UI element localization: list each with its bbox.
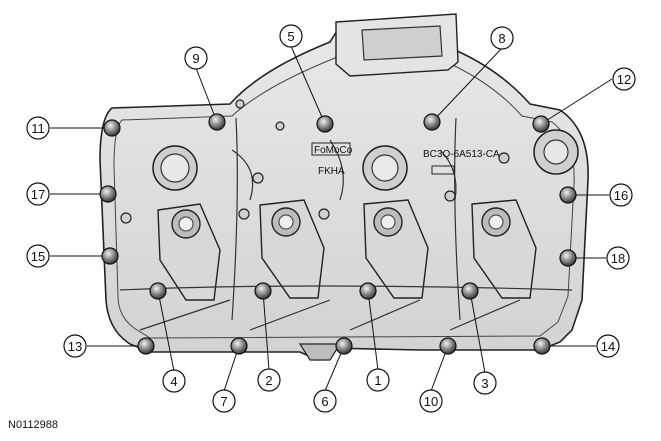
bolt-7 bbox=[230, 337, 248, 355]
bolt-9 bbox=[208, 113, 226, 131]
coil-tower-bores-inner bbox=[178, 214, 504, 232]
bolt-15 bbox=[101, 247, 119, 265]
callout-6: 6 bbox=[321, 394, 328, 409]
callout-16: 16 bbox=[614, 188, 628, 203]
leader-lines bbox=[50, 45, 613, 392]
right-cam-boss-inner bbox=[543, 139, 569, 165]
bolt-16 bbox=[559, 186, 577, 204]
bolt-11 bbox=[103, 119, 121, 137]
callout-2: 2 bbox=[265, 373, 272, 388]
intake-opening bbox=[361, 25, 443, 61]
bolt-3 bbox=[461, 282, 479, 300]
sensor-fittings bbox=[120, 99, 510, 224]
bolt-13 bbox=[137, 337, 155, 355]
callout-18: 18 bbox=[611, 251, 625, 266]
callout-circles bbox=[26, 24, 636, 413]
callout-17: 17 bbox=[31, 187, 45, 202]
callout-5: 5 bbox=[287, 29, 294, 44]
bolt-18 bbox=[559, 249, 577, 267]
bolt-17 bbox=[99, 185, 117, 203]
stamp-plate bbox=[431, 165, 455, 175]
bolt-5 bbox=[316, 115, 334, 133]
fkha-stamp: FKHA bbox=[318, 166, 345, 177]
callout-3: 3 bbox=[481, 376, 488, 391]
callout-11: 11 bbox=[31, 121, 45, 136]
bolt-8 bbox=[423, 113, 441, 131]
callout-10: 10 bbox=[424, 394, 438, 409]
part-number-stamp: BC3Q-6A513-CA bbox=[423, 149, 500, 160]
cover-outline bbox=[99, 17, 589, 361]
callout-4: 4 bbox=[170, 374, 177, 389]
bolt-2 bbox=[254, 282, 272, 300]
callout-7: 7 bbox=[220, 394, 227, 409]
bolt-4 bbox=[149, 282, 167, 300]
bolt-14 bbox=[533, 337, 551, 355]
center-port-inner bbox=[371, 154, 399, 182]
cover-ribs bbox=[119, 117, 573, 331]
fomoco-stamp-box bbox=[311, 142, 351, 156]
bolt-10 bbox=[439, 337, 457, 355]
callout-14: 14 bbox=[601, 339, 615, 354]
callout-13: 13 bbox=[68, 339, 82, 354]
bolt-6 bbox=[335, 337, 353, 355]
callout-12: 12 bbox=[617, 72, 631, 87]
bolt-1 bbox=[359, 282, 377, 300]
callout-15: 15 bbox=[31, 249, 45, 264]
figure-id: N0112988 bbox=[8, 419, 58, 431]
callout-1: 1 bbox=[374, 373, 381, 388]
bolt-heads bbox=[99, 113, 577, 355]
lower-tab bbox=[298, 343, 342, 361]
left-oil-port-inner bbox=[160, 153, 190, 183]
callout-8: 8 bbox=[498, 31, 505, 46]
fomoco-stamp: FoMoCo bbox=[314, 145, 353, 156]
bolt-12 bbox=[532, 115, 550, 133]
callout-9: 9 bbox=[192, 51, 199, 66]
